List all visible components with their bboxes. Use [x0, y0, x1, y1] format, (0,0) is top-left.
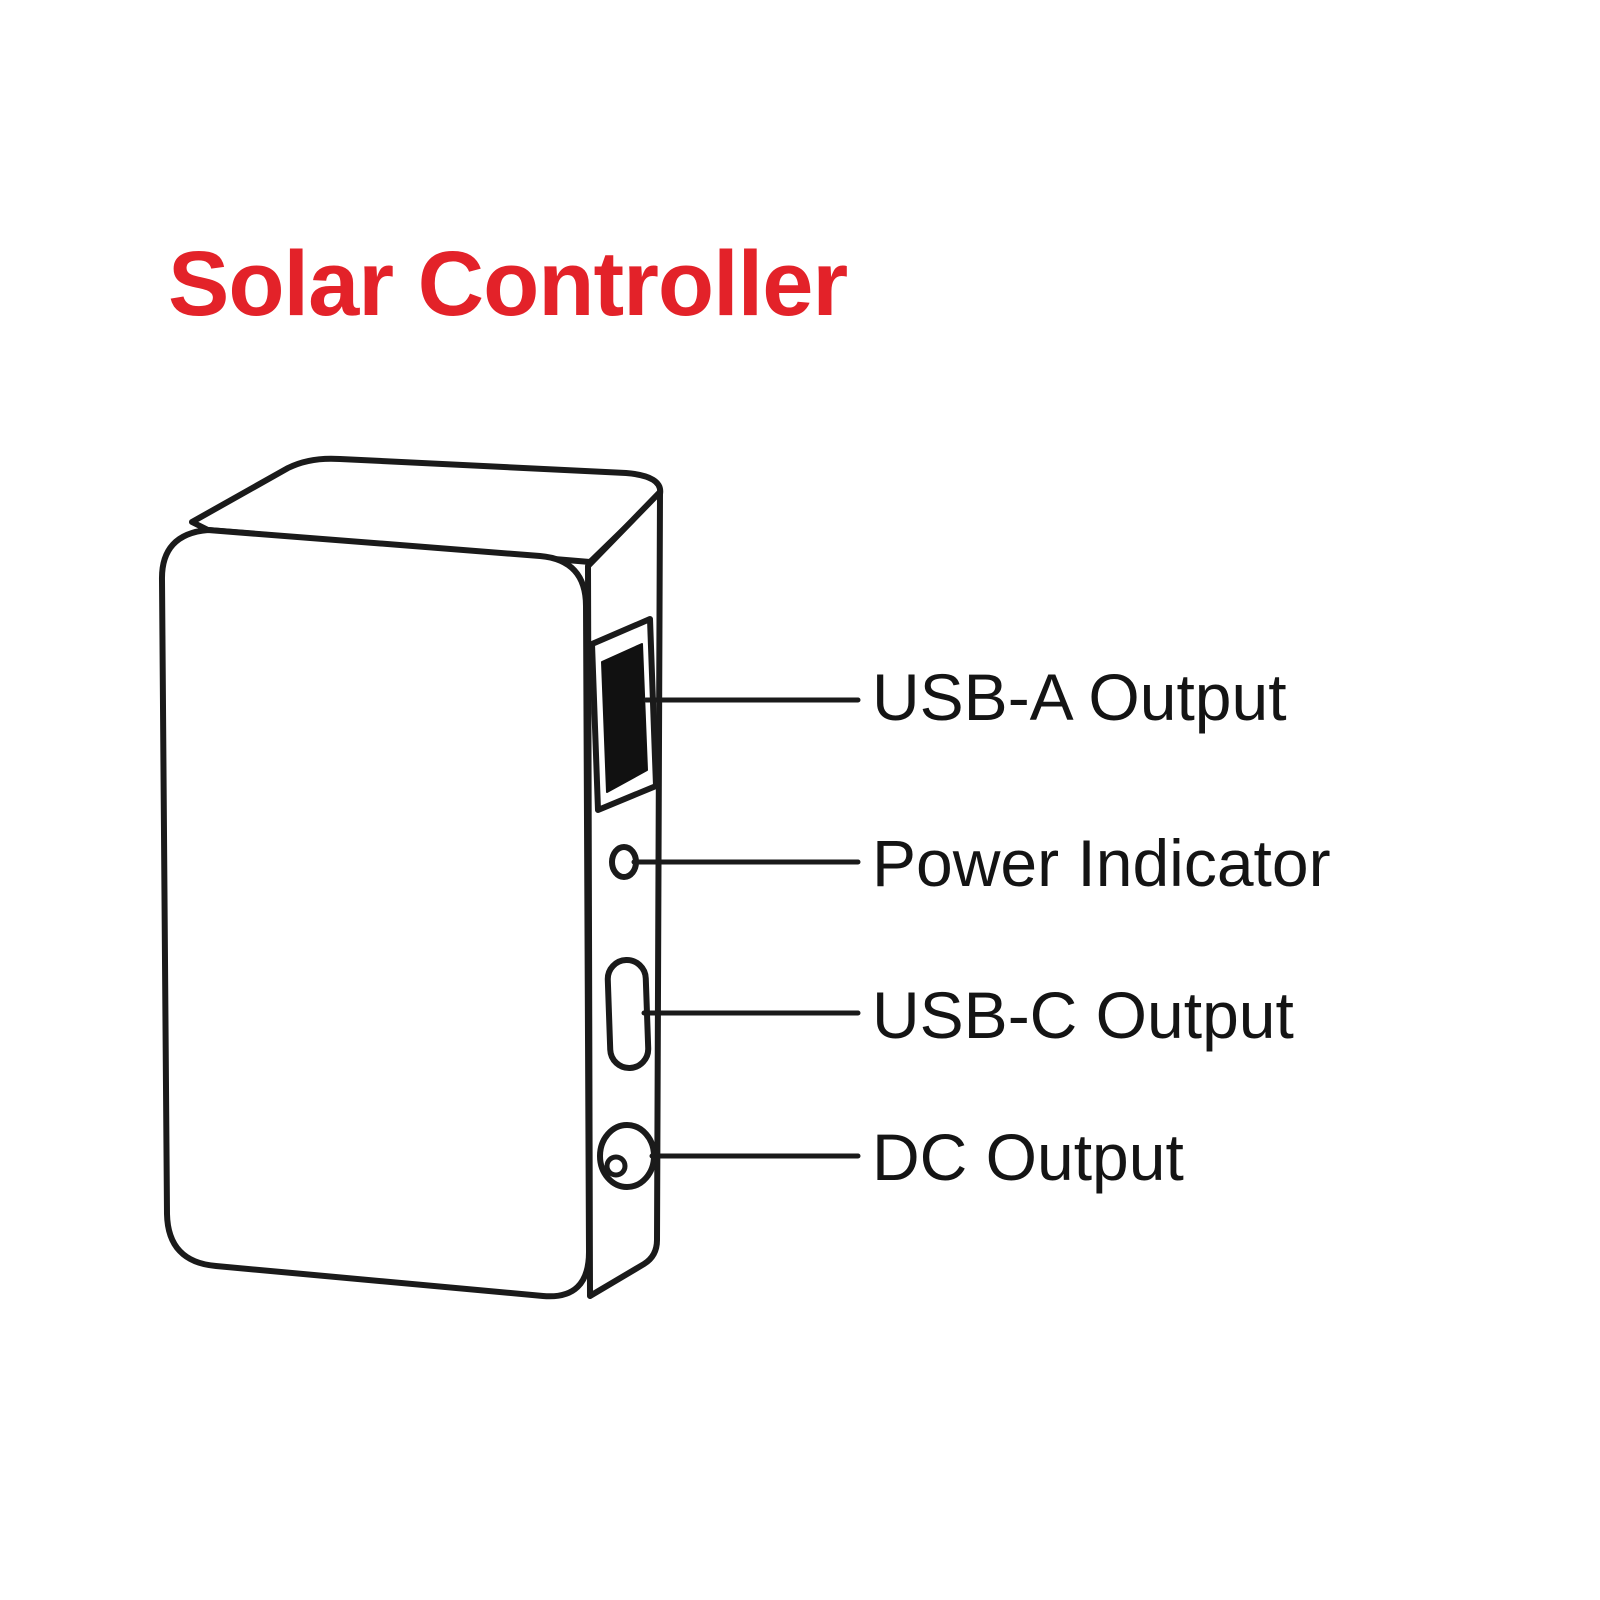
diagram-title: Solar Controller	[168, 233, 848, 335]
dc-output-port-icon	[597, 1122, 657, 1190]
usb-a-port-icon	[589, 616, 659, 813]
callout-label-power-indicator: Power Indicator	[872, 826, 1331, 900]
callout-label-usb-a-output: USB-A Output	[872, 660, 1287, 734]
callout-label-dc-output: DC Output	[872, 1120, 1184, 1194]
device-body	[158, 455, 664, 1300]
device-front-face	[158, 527, 592, 1300]
callout-label-usb-c-output: USB-C Output	[872, 978, 1294, 1052]
leader-lines	[631, 697, 861, 1159]
